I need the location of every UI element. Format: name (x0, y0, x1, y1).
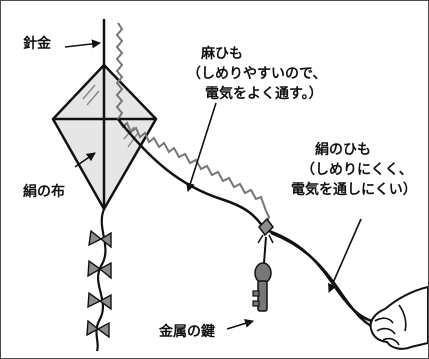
kite-tail (86, 208, 112, 352)
string-knot (257, 217, 274, 244)
hemp-pointer (186, 102, 217, 192)
wire-pointer (64, 39, 101, 49)
kite (51, 63, 158, 212)
hemp-string (115, 22, 271, 230)
label-pointers (64, 39, 362, 330)
silk-cloth-pointer (74, 152, 96, 168)
kite-string (117, 118, 269, 234)
label-silk-string-note-1: （しめりにくく、 (301, 162, 413, 178)
silk-string-inner (270, 231, 384, 333)
hand-icon (369, 285, 428, 350)
label-silk-cloth: 絹の布 (23, 184, 65, 200)
label-silk-string-note-2: 電気を通しにくい） (291, 182, 417, 198)
silk-string-outer (262, 227, 382, 325)
label-metal-key: 金属の鍵 (159, 324, 215, 340)
label-hemp-string-note-1: （しめりやすいので、 (187, 66, 327, 82)
silk-string-pointer (328, 218, 362, 293)
label-silk-string-title: 絹のひも (315, 142, 371, 158)
label-hemp-string-note-2: 電気をよく通す。） (205, 86, 323, 102)
label-wire: 針金 (23, 36, 51, 52)
label-hemp-string-title: 麻ひも (201, 46, 243, 62)
metal-key-icon (252, 236, 272, 312)
key-pointer (226, 319, 254, 330)
